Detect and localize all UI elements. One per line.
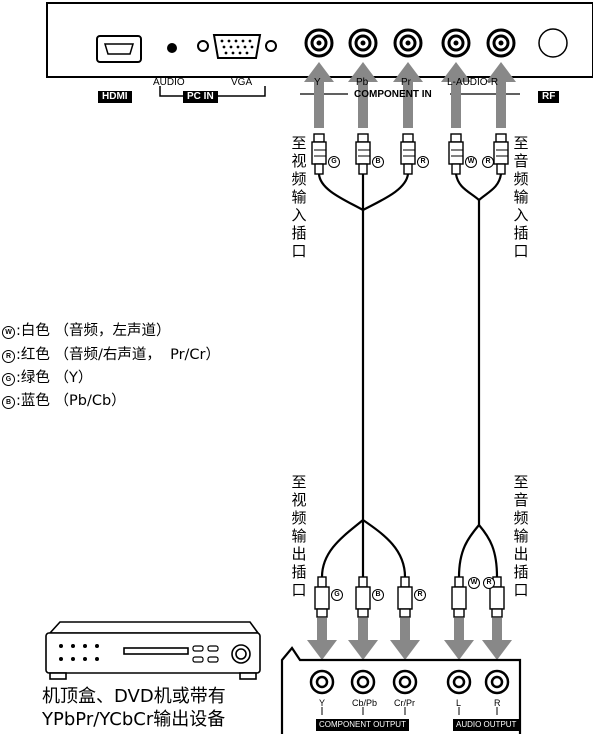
source-jack-label-cr: Cr/Pr xyxy=(394,698,415,708)
component-output-badge: COMPONENT OUTPUT xyxy=(316,719,409,731)
jack-label-pb: Pb xyxy=(356,77,369,88)
video-tag-bottom-1: B xyxy=(372,589,384,601)
legend-text-blue: :蓝色 （Pb/Cb） xyxy=(16,393,126,409)
audio-tag-bottom-1: R xyxy=(483,577,495,589)
blue-tag-icon: B xyxy=(2,396,15,409)
legend-text-green: :绿色 （Y） xyxy=(16,370,93,386)
source-jack-label-r: R xyxy=(494,698,501,708)
jack-label-pr: Pr xyxy=(401,77,411,88)
audio-jack-icon xyxy=(167,43,177,53)
audio-cable xyxy=(454,173,503,578)
component-in-label: COMPONENT IN xyxy=(354,89,432,100)
arrows-to-source xyxy=(307,618,512,660)
legend-text-red: :红色 （音频/右声道， Pr/Cr） xyxy=(16,347,221,363)
video-tag-top-2: R xyxy=(417,156,429,168)
pc-in-badge: PC IN xyxy=(183,91,218,103)
video-tag-bottom-0: G xyxy=(331,589,343,601)
video-tag-bottom-2: R xyxy=(414,589,426,601)
rf-badge: RF xyxy=(538,91,560,103)
label-to-video-input: 至视频输入插口 xyxy=(291,134,307,260)
audio-label: AUDIO xyxy=(153,77,185,88)
top-rca-plugs xyxy=(311,133,509,175)
video-tag-top-0: G xyxy=(328,156,340,168)
jack-label-y: Y xyxy=(314,77,321,88)
legend-item-red: R:红色 （音频/右声道， Pr/Cr） xyxy=(2,346,220,365)
source-rca-jacks xyxy=(309,669,510,695)
legend-item-green: G:绿色 （Y） xyxy=(2,369,92,388)
label-to-audio-input: 至音频输入插口 xyxy=(513,134,529,260)
legend-text-white: :白色 （音频，左声道） xyxy=(16,323,171,339)
source-jack-label-cb: Cb/Pb xyxy=(352,698,378,708)
label-to-video-output: 至视频输出插口 xyxy=(291,473,307,599)
vga-port-icon xyxy=(197,34,277,59)
green-tag-icon: G xyxy=(2,373,15,386)
dvd-player-icon xyxy=(45,621,261,680)
source-back-panel xyxy=(280,646,522,734)
audio-tag-top-1: R xyxy=(482,156,494,168)
jack-label-l-audio-r: L-AUDIO-R xyxy=(447,77,499,88)
video-tag-top-1: B xyxy=(372,156,384,168)
source-caption-line1: 机顶盒、DVD机或带有 xyxy=(42,686,226,707)
source-jack-label-l: L xyxy=(456,698,462,708)
bottom-rca-plugs xyxy=(314,576,505,618)
arrows-to-tv xyxy=(304,62,516,128)
source-jack-label-y: Y xyxy=(319,698,326,708)
audio-tag-top-0: W xyxy=(465,156,477,168)
hdmi-badge: HDMI xyxy=(98,91,132,103)
red-tag-icon: R xyxy=(2,350,15,363)
label-to-audio-output: 至音频输出插口 xyxy=(513,473,529,599)
white-tag-icon: W xyxy=(2,326,15,339)
audio-tag-bottom-0: W xyxy=(468,577,480,589)
legend-item-blue: B:蓝色 （Pb/Cb） xyxy=(2,392,126,411)
audio-output-badge: AUDIO OUTPUT xyxy=(453,719,520,731)
rf-port-icon xyxy=(538,28,568,58)
tv-rca-jacks xyxy=(304,28,516,58)
source-caption-line2: YPbPr/YCbCr输出设备 xyxy=(42,709,226,730)
video-cable xyxy=(317,173,410,578)
vga-label: VGA xyxy=(231,77,253,88)
legend-item-white: W:白色 （音频，左声道） xyxy=(2,322,171,341)
